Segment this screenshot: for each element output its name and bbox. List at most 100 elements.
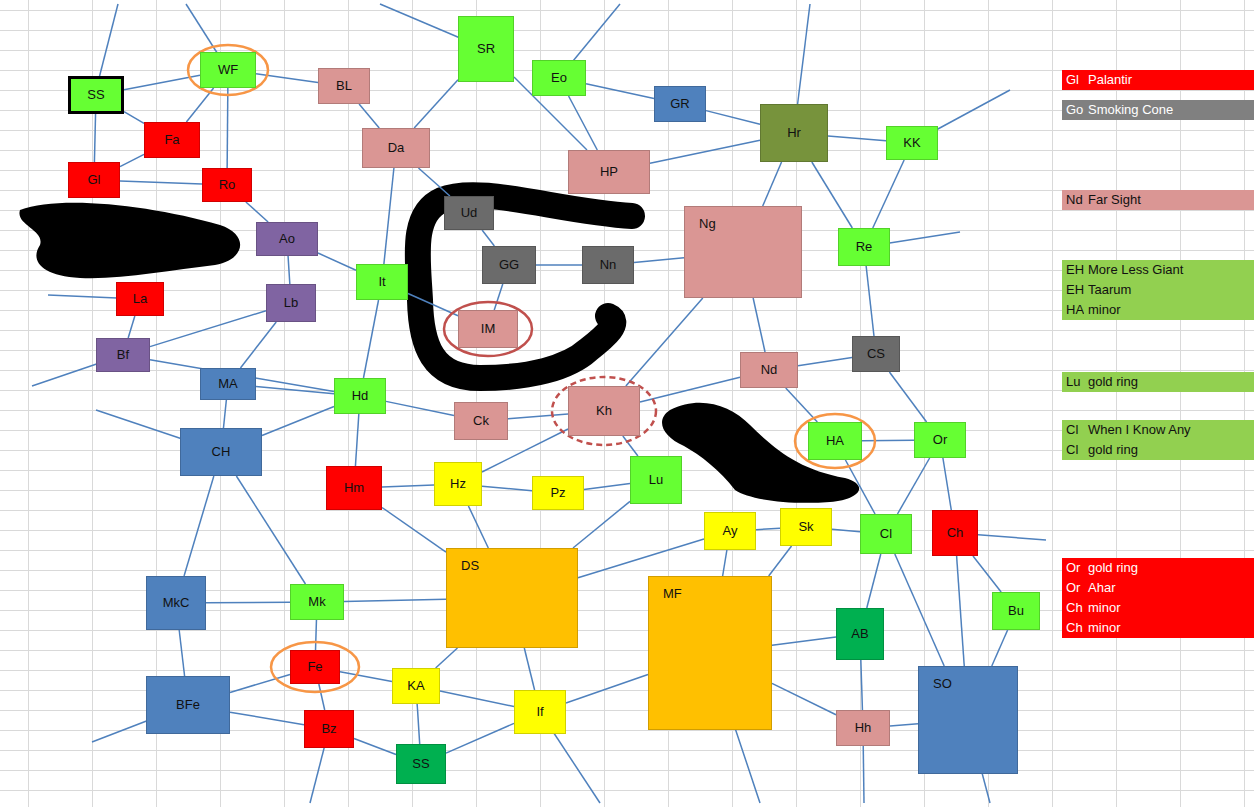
path-connector <box>723 550 727 576</box>
map-node: Or <box>914 422 966 458</box>
node-label: Ck <box>473 414 489 428</box>
path-connector <box>240 322 276 368</box>
map-node: GG <box>482 246 536 284</box>
map-node: Bf <box>96 338 150 372</box>
map-node: AB <box>836 608 884 660</box>
path-connector <box>769 546 792 576</box>
map-node: Lu <box>630 456 682 504</box>
node-label: MkC <box>163 596 190 610</box>
table-cell: gold ring <box>1084 372 1254 392</box>
path-connector <box>524 648 534 690</box>
node-label: Lu <box>649 473 663 487</box>
node-label: Hh <box>855 721 872 735</box>
node-label: MF <box>663 587 682 601</box>
path-connector <box>895 554 944 666</box>
path-connector <box>355 414 358 466</box>
map-node: KA <box>392 668 440 704</box>
map-node: La <box>116 282 164 316</box>
table-cell: Go <box>1062 100 1084 120</box>
path-connector <box>569 96 598 150</box>
path-connector <box>184 476 214 576</box>
map-node: If <box>514 690 566 734</box>
orange-ring <box>271 642 359 692</box>
red-ring <box>444 302 532 356</box>
node-label: Da <box>388 141 405 155</box>
map-node: Ud <box>444 196 494 230</box>
node-label: Or <box>933 433 947 447</box>
table-cell: HA <box>1062 300 1084 320</box>
map-node: Re <box>838 228 890 266</box>
table-cell: minor <box>1084 618 1254 638</box>
path-connector <box>756 528 780 529</box>
map-node: It <box>356 264 408 300</box>
node-label: KK <box>903 136 920 150</box>
map-node: HA <box>808 422 862 460</box>
map-node: Cl <box>860 514 912 554</box>
map-node: Hm <box>326 466 382 510</box>
node-label: HP <box>600 165 618 179</box>
node-label: Eo <box>551 71 567 85</box>
map-node: Ch <box>932 510 978 556</box>
path-connector <box>440 691 514 707</box>
path-connector <box>845 460 875 514</box>
table-cell: gold ring <box>1084 558 1254 578</box>
path-connector <box>315 620 317 650</box>
node-label: HA <box>826 434 844 448</box>
path-connector <box>832 529 860 531</box>
path-connector <box>494 284 503 310</box>
table-cell: Ch <box>1062 618 1084 638</box>
table-cell: Gl <box>1062 70 1084 90</box>
map-node: Ro <box>202 168 252 202</box>
table-cell: EH <box>1062 280 1084 300</box>
map-node: Ay <box>704 512 756 550</box>
node-label: SR <box>477 42 495 56</box>
map-node: Mk <box>290 584 344 620</box>
path-connector <box>862 439 914 441</box>
map-node: SS <box>396 744 446 784</box>
path-connector <box>94 114 95 162</box>
map-node: HP <box>568 150 650 194</box>
path-connector <box>340 672 392 682</box>
map-node: BFe <box>146 676 230 734</box>
path-connector <box>418 168 449 196</box>
node-label: Pz <box>550 486 565 500</box>
path-connector <box>354 739 396 755</box>
node-label: GG <box>499 258 519 272</box>
table-cell: Nd <box>1062 190 1084 210</box>
map-node: Gl <box>68 162 120 198</box>
table-cell: Or <box>1062 558 1084 578</box>
map-node: MkC <box>146 576 206 630</box>
map-node: Eo <box>532 60 586 96</box>
node-label: AB <box>851 627 868 641</box>
node-label: IM <box>481 322 495 336</box>
path-connector <box>890 724 918 726</box>
path-connector <box>120 181 202 184</box>
table-cell: Smoking Cone <box>1084 100 1254 120</box>
map-node: Sk <box>780 508 832 546</box>
map-node: KK <box>886 126 938 160</box>
path-connector <box>786 388 818 422</box>
black-blob <box>418 195 632 378</box>
node-label: CH <box>212 445 231 459</box>
path-connector <box>382 507 446 552</box>
path-connector <box>650 140 760 163</box>
path-connector <box>344 599 446 601</box>
node-label: Hr <box>787 126 801 140</box>
map-node: MA <box>200 368 256 400</box>
path-connector <box>256 387 334 394</box>
node-label: SS <box>87 88 104 102</box>
path-connector <box>226 88 228 168</box>
node-label: GR <box>670 97 690 111</box>
node-label: Bz <box>321 722 336 736</box>
map-node: IM <box>458 310 518 348</box>
node-label: BFe <box>176 698 200 712</box>
node-label: SO <box>933 677 952 691</box>
path-connector <box>363 300 378 378</box>
map-node: Fa <box>144 122 200 158</box>
path-connector <box>382 485 434 487</box>
path-connector <box>812 162 853 228</box>
path-connector <box>206 601 290 603</box>
path-connector <box>150 311 266 347</box>
node-label: Nd <box>761 363 778 377</box>
